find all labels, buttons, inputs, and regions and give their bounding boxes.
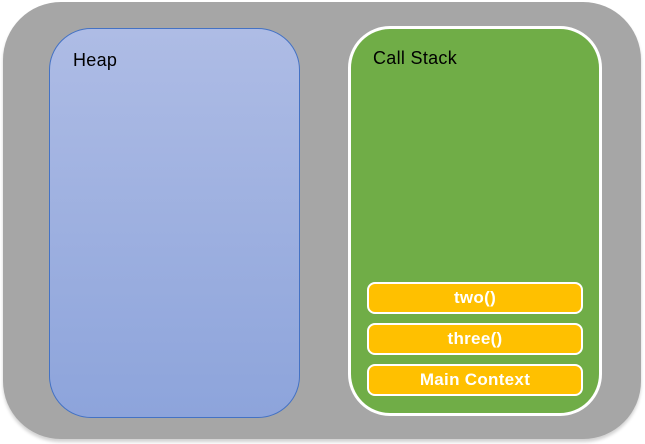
- call-stack-label: Call Stack: [373, 48, 458, 68]
- stack-frame-two-label: two(): [453, 288, 497, 307]
- call-stack-region: Call Stack two() three() Main Context: [348, 26, 602, 416]
- heap-label: Heap: [73, 50, 118, 70]
- stack-frame-three: three(): [367, 323, 583, 355]
- stack-frame-three-label: three(): [447, 329, 503, 348]
- stack-frame-main-context: Main Context: [367, 364, 583, 396]
- stack-frame-two: two(): [367, 282, 583, 314]
- stack-frames-list: two() three() Main Context: [367, 282, 583, 396]
- heap-region: Heap: [49, 28, 300, 418]
- stack-frame-main-context-label: Main Context: [419, 370, 531, 389]
